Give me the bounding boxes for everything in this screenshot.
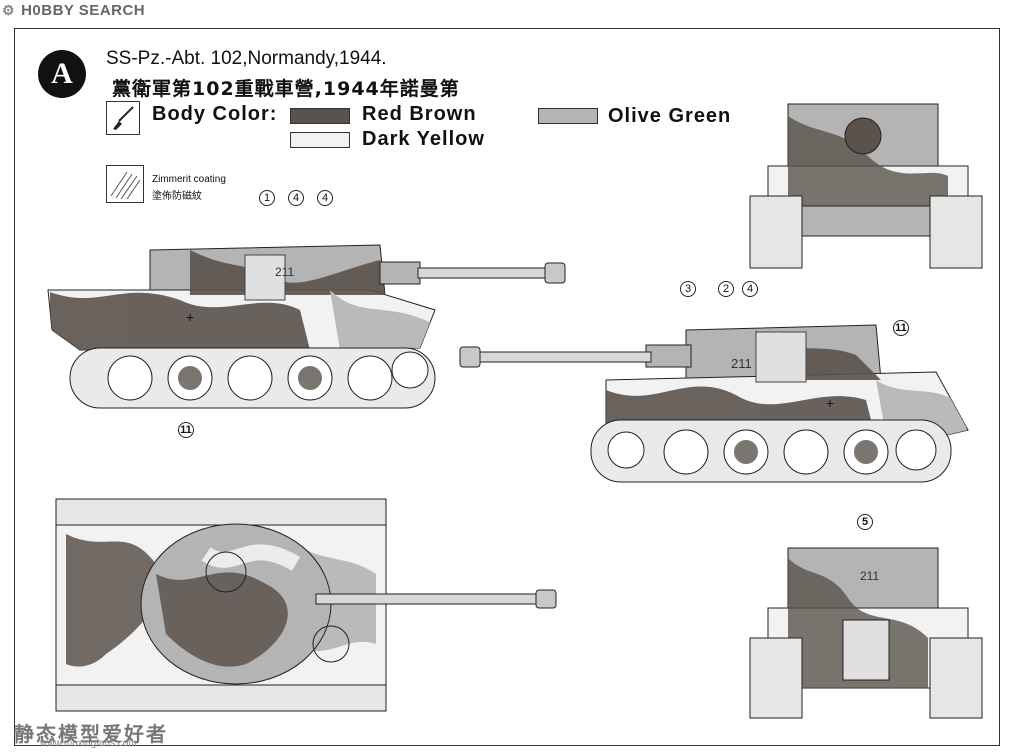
instruction-frame	[14, 28, 1000, 746]
watermark-text: 静态模型爱好者	[14, 722, 168, 746]
tank-rear-view: 211	[749, 547, 983, 719]
scheme-letter-badge: A	[38, 50, 86, 98]
turret-number-right: 211	[731, 356, 752, 371]
tank-right-side-view: + 211	[459, 324, 969, 483]
zimmerit-label-zh: 塗佈防磁紋	[152, 191, 202, 202]
paint-brush-icon	[106, 101, 140, 135]
watermark-url: www.moxingfans.com	[40, 738, 137, 749]
body-color-label: Body Color:	[152, 103, 278, 125]
tank-top-view	[55, 498, 557, 712]
turret-number-rear: 211	[860, 569, 879, 583]
svg-text:+: +	[186, 309, 194, 325]
scheme-title-zh: 黨衛軍第102重戰車營,1944年諾曼第	[112, 78, 460, 100]
site-logo-text: H0BBY SEARCH	[21, 2, 146, 19]
svg-text:+: +	[826, 395, 834, 411]
swatch-red-brown	[290, 108, 350, 124]
callout-3: 3	[680, 281, 696, 297]
gear-icon: ⚙	[2, 2, 16, 18]
zimmerit-icon	[106, 165, 144, 203]
callout-4b: 4	[317, 190, 333, 206]
callout-11: 11	[178, 422, 194, 438]
callout-1: 1	[259, 190, 275, 206]
swatch-dark-yellow	[290, 132, 350, 148]
callout-4c: 4	[742, 281, 758, 297]
swatch-label-dark-yellow: Dark Yellow	[362, 128, 485, 150]
swatch-olive-green	[538, 108, 598, 124]
callout-11b: 11	[893, 320, 909, 336]
zimmerit-label-en: Zimmerit coating	[152, 174, 226, 185]
site-logo: ⚙ H0BBY SEARCH	[2, 2, 145, 19]
swatch-label-olive-green: Olive Green	[608, 105, 732, 127]
swatch-label-red-brown: Red Brown	[362, 103, 477, 125]
callout-5: 5	[857, 514, 873, 530]
scheme-title-en: SS-Pz.-Abt. 102,Normandy,1944.	[106, 48, 387, 69]
tank-left-side-view: + 211	[47, 244, 566, 409]
callout-4: 4	[288, 190, 304, 206]
callout-2: 2	[718, 281, 734, 297]
tank-front-view	[749, 103, 983, 269]
turret-number-left: 211	[275, 265, 294, 279]
